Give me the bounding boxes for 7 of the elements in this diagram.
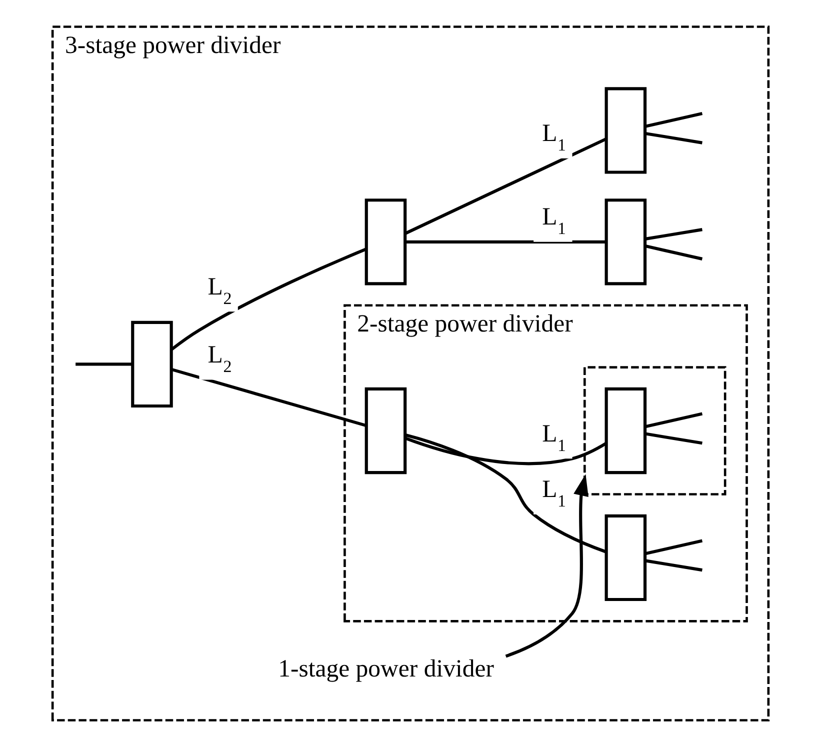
node-text: 1-stage power divider — [278, 656, 494, 683]
edge-label: L$_{1}$ — [542, 120, 566, 154]
edge-label: L$_{1}$ — [542, 420, 566, 455]
edge-label: L$_{1}$ — [542, 204, 566, 238]
edge-label: L$_{1}$ — [542, 476, 566, 511]
edge-label: L$_{2}$ — [207, 273, 232, 308]
edge-label: L$_{2}$ — [207, 341, 232, 376]
